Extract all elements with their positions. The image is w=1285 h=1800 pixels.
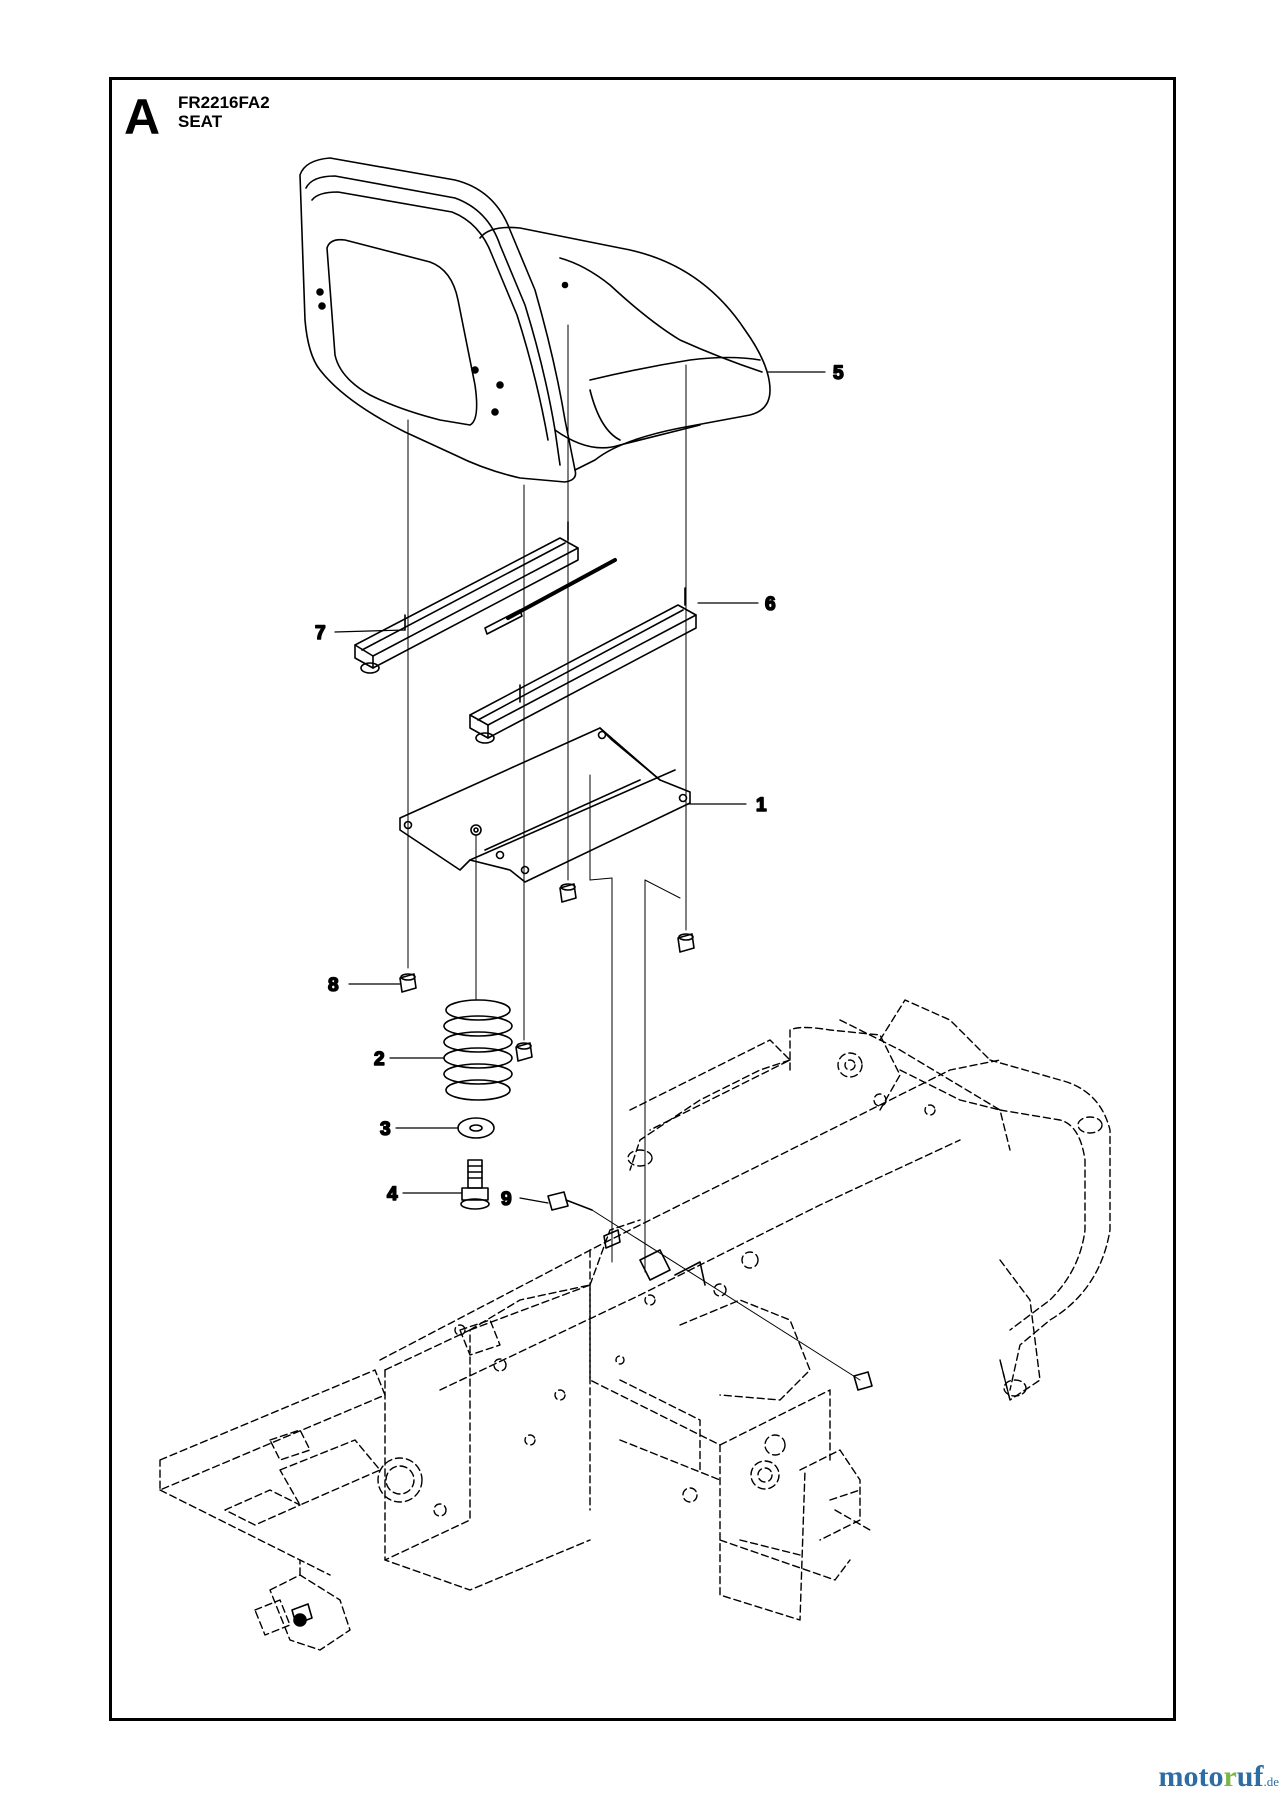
- pivot-bracket: [291, 1229, 706, 1627]
- nut-part-8: [399, 973, 417, 993]
- seat-rail-right: [469, 587, 697, 744]
- seat-plate: [399, 727, 691, 883]
- bolt: [460, 1159, 490, 1210]
- callout-9: 9: [501, 1189, 512, 1210]
- section-letter: A: [124, 89, 161, 145]
- callout-3: 3: [380, 1119, 391, 1140]
- seat-part: [299, 157, 771, 483]
- nut: [677, 933, 695, 953]
- callout-2: 2: [374, 1049, 385, 1070]
- nut: [559, 883, 577, 903]
- callout-7: 7: [315, 623, 326, 644]
- diagram-frame: [109, 77, 1176, 1721]
- callout-1: 1: [756, 795, 767, 816]
- rail-connecting-rod: [484, 558, 617, 635]
- callout-4: 4: [387, 1184, 398, 1205]
- assembly-lines: [407, 324, 861, 1381]
- nut: [515, 1042, 533, 1062]
- callout-6: 6: [765, 594, 776, 615]
- spring: [443, 999, 513, 1101]
- tractor-frame: [159, 999, 1111, 1651]
- section-title: SEAT: [178, 112, 223, 131]
- callout-leaders: [334, 371, 826, 1204]
- callout-5: 5: [833, 363, 844, 384]
- model-code: FR2216FA2: [178, 93, 270, 112]
- callout-8: 8: [328, 975, 339, 996]
- bolt-part-9: [547, 1191, 873, 1391]
- washer: [457, 1117, 495, 1139]
- watermark-logo: motoruf.de: [1158, 1760, 1279, 1793]
